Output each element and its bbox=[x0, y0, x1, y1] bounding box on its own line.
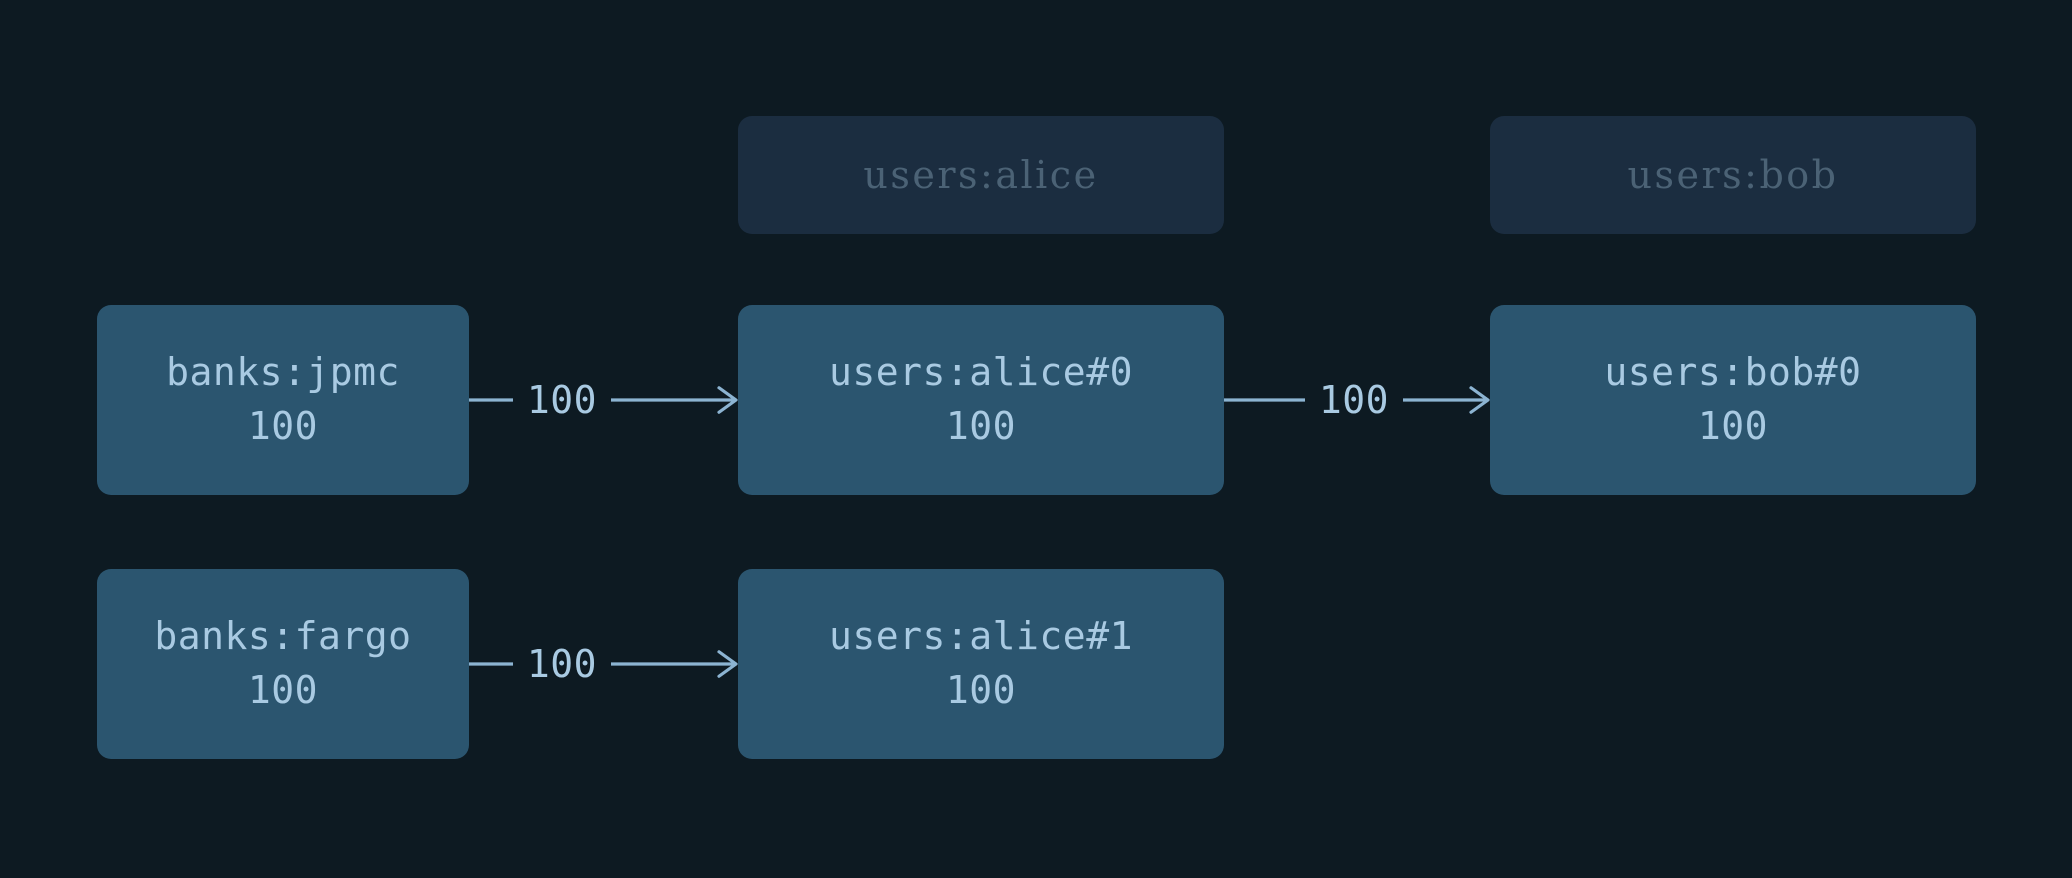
node-title: users:alice#1 bbox=[829, 614, 1133, 659]
node-users-bob-0[interactable]: users:bob#0 100 bbox=[1490, 305, 1976, 495]
node-value: 100 bbox=[945, 404, 1017, 448]
node-title: users:alice#0 bbox=[829, 350, 1133, 395]
node-banks-fargo[interactable]: banks:fargo 100 bbox=[97, 569, 469, 759]
edge-arrowhead-icon bbox=[1469, 386, 1490, 414]
node-value: 100 bbox=[247, 404, 319, 448]
edge-arrowhead-icon bbox=[717, 650, 738, 678]
group-label-users-bob[interactable]: users:bob bbox=[1490, 116, 1976, 234]
group-label-text: users:alice bbox=[863, 153, 1099, 197]
node-users-alice-1[interactable]: users:alice#1 100 bbox=[738, 569, 1224, 759]
node-title: banks:jpmc bbox=[166, 350, 400, 395]
edge-arrowhead-icon bbox=[717, 386, 738, 414]
edge-label-alice0-to-bob0: 100 bbox=[1318, 378, 1390, 422]
node-title: users:bob#0 bbox=[1604, 350, 1862, 395]
node-title: banks:fargo bbox=[154, 614, 412, 659]
edge-label-jpmc-to-alice0: 100 bbox=[526, 378, 598, 422]
node-banks-jpmc[interactable]: banks:jpmc 100 bbox=[97, 305, 469, 495]
group-label-users-alice[interactable]: users:alice bbox=[738, 116, 1224, 234]
edge-label-fargo-to-alice1: 100 bbox=[526, 642, 598, 686]
node-users-alice-0[interactable]: users:alice#0 100 bbox=[738, 305, 1224, 495]
node-value: 100 bbox=[247, 668, 319, 712]
node-value: 100 bbox=[945, 668, 1017, 712]
node-value: 100 bbox=[1697, 404, 1769, 448]
group-label-text: users:bob bbox=[1627, 153, 1839, 197]
